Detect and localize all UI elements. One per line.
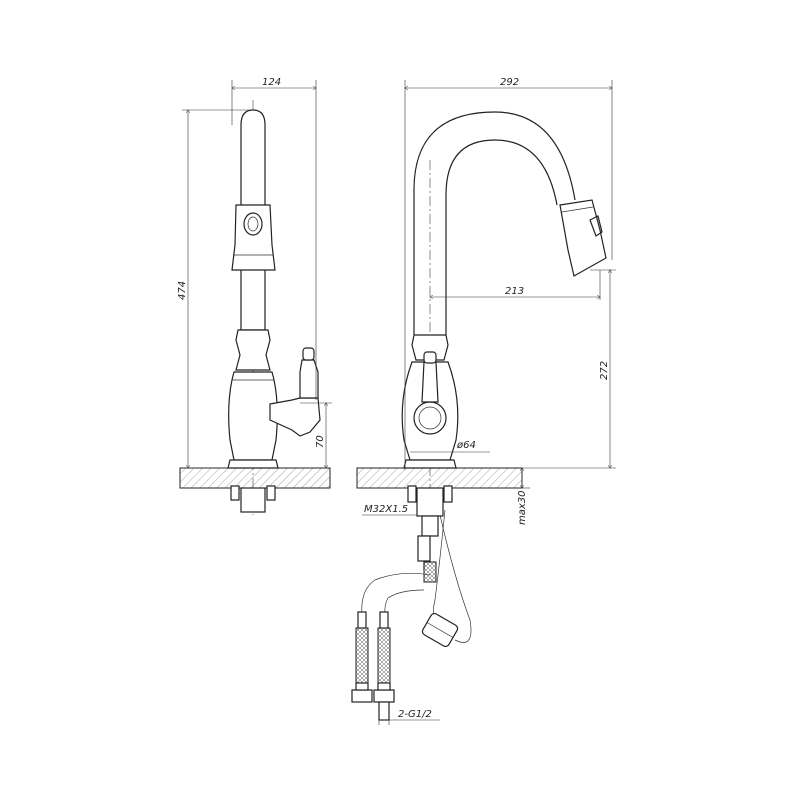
hose-connector (423, 561, 437, 583)
dim-height-label: 474 (177, 281, 188, 300)
spray-button (243, 212, 263, 236)
front-view: 292 213 272 ø64 max30 M32X1.5 2-G1/2 (351, 77, 616, 725)
gooseneck-spout (413, 111, 576, 335)
dim-reach-label: 213 (505, 286, 524, 297)
side-dimensions: 124 474 70 (177, 77, 332, 468)
supply-hose-left (351, 611, 373, 703)
side-view: 124 474 70 (177, 77, 332, 515)
dim-max-thickness-label: max30 (517, 490, 528, 525)
front-dimensions: 292 213 272 ø64 max30 M32X1.5 2-G1/2 (362, 77, 616, 725)
countertop-section (179, 467, 331, 489)
dim-base-diameter-label: ø64 (456, 440, 476, 451)
hose-weight (421, 612, 459, 648)
supply-hose-right (373, 611, 395, 721)
dim-spout-height-label: 272 (599, 361, 610, 380)
dim-thread-label: M32X1.5 (364, 504, 408, 515)
lever-handle (421, 361, 439, 403)
dim-hose-connection-label: 2-G1/2 (398, 709, 432, 720)
lever-grip (299, 359, 319, 399)
dim-width-label: 292 (500, 77, 519, 88)
spray-head (231, 204, 276, 271)
dim-width-label: 124 (262, 77, 281, 88)
spray-head (559, 199, 607, 277)
countertop-section (356, 467, 523, 489)
lever-handle (269, 397, 321, 437)
dim-handle-height-label: 70 (315, 435, 326, 448)
